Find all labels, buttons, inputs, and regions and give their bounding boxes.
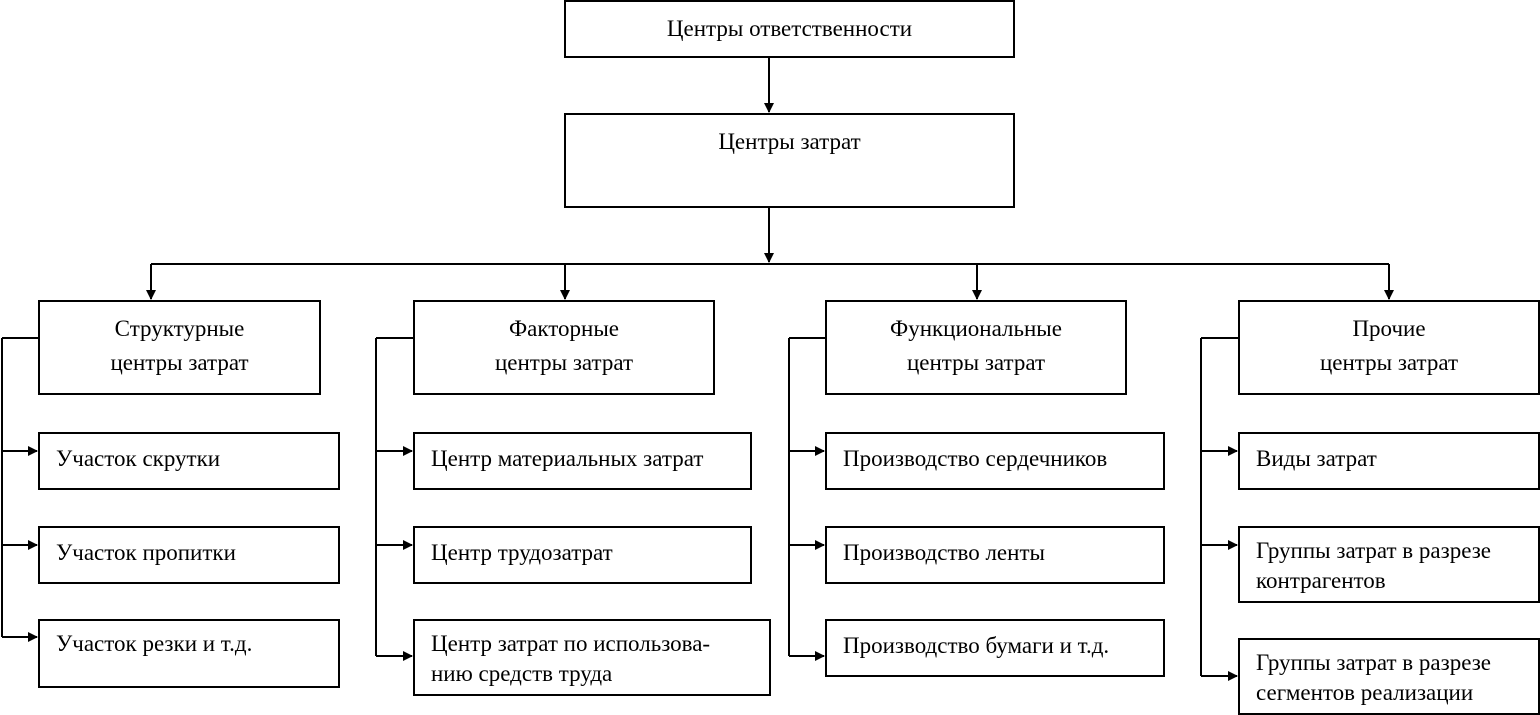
group-2-item-3-label-line-1: Центр затрат по использова-	[431, 631, 711, 656]
group-2-title-line-2: центры затрат	[494, 350, 634, 375]
group-4-item-2-box: Группы затрат в разрезе контрагентов	[1238, 526, 1540, 603]
group-4-header-box: Прочие центры затрат	[1238, 300, 1540, 395]
group-3-item-3-box: Производство бумаги и т.д.	[825, 619, 1165, 677]
group-3-item-1-label: Производство сердечников	[843, 446, 1108, 471]
group-3-item-3-label: Производство бумаги и т.д.	[843, 633, 1110, 658]
group-3-header-box: Функциональные центры затрат	[825, 300, 1127, 395]
group-3-item-2-box: Производство ленты	[825, 526, 1165, 584]
group-2-item-1-box: Центр материальных затрат	[413, 432, 752, 490]
group-1-item-1-label: Участок скрутки	[56, 446, 221, 471]
group-1-item-1-box: Участок скрутки	[38, 432, 340, 490]
root-label: Центры ответственности	[666, 16, 913, 41]
group-4-item-1-label: Виды затрат	[1256, 446, 1377, 471]
group-4-item-3-box: Группы затрат в разрезе сегментов реализ…	[1238, 638, 1540, 715]
group-4-item-2-label-line-2: контрагентов	[1256, 568, 1386, 593]
group-1-title-line-2: центры затрат	[110, 350, 249, 375]
group-1-title-line-1: Структурные	[114, 316, 245, 341]
group-2-header-box: Факторные центры затрат	[413, 300, 715, 395]
group-4-title-line-2: центры затрат	[1319, 350, 1459, 375]
group-2-item-1-label: Центр материальных затрат	[431, 446, 704, 471]
main-label: Центры затрат	[718, 129, 861, 154]
group-4-item-3-label-line-2: сегментов реализации	[1256, 680, 1474, 705]
group-1-header-box: Структурные центры затрат	[38, 300, 321, 395]
group-2-item-2-label: Центр трудозатрат	[431, 540, 613, 565]
group-2-item-3-box: Центр затрат по использова- нию средств …	[413, 619, 771, 696]
group-4-item-2-label-line-1: Группы затрат в разрезе	[1256, 538, 1491, 563]
group-1-item-3-box: Участок резки и т.д.	[38, 619, 340, 688]
group-3-item-2-label: Производство ленты	[843, 540, 1045, 565]
group-4-title-line-1: Прочие	[1352, 316, 1426, 341]
group-3-item-1-box: Производство сердечников	[825, 432, 1165, 490]
root-box: Центры ответственности	[564, 0, 1015, 58]
group-1-item-3-label: Участок резки и т.д.	[56, 631, 253, 656]
group-3-title-line-2: центры затрат	[906, 350, 1046, 375]
group-2-item-3-label-line-2: нию средств труда	[431, 661, 613, 686]
group-2-title-line-1: Факторные	[509, 316, 619, 341]
group-1-item-2-box: Участок пропитки	[38, 526, 340, 584]
group-2-item-2-box: Центр трудозатрат	[413, 526, 752, 584]
group-4-item-3-label-line-1: Группы затрат в разрезе	[1256, 650, 1491, 675]
group-4-item-1-box: Виды затрат	[1238, 432, 1540, 490]
group-3-title-line-1: Функциональные	[890, 316, 1062, 341]
main-box: Центры затрат	[564, 113, 1015, 208]
group-1-item-2-label: Участок пропитки	[56, 540, 236, 565]
